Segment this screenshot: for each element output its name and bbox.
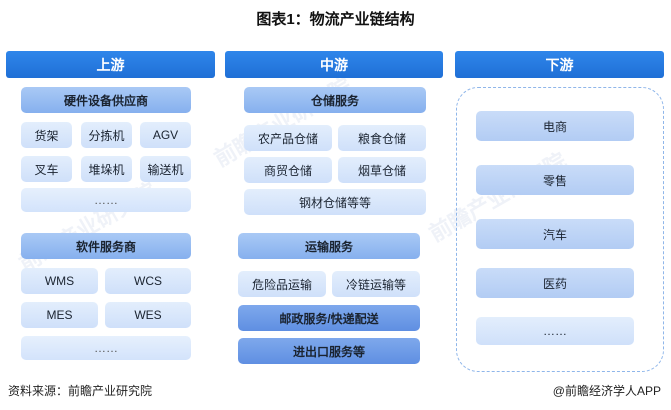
warehousing-service-header: 仓储服务 [244, 87, 426, 113]
hardware-item: 叉车 [21, 156, 72, 182]
software-item: MES [21, 302, 98, 328]
downstream-item: 汽车 [476, 219, 634, 249]
transport-item: 危险品运输 [238, 271, 326, 297]
downstream-item: 零售 [476, 165, 634, 195]
band-downstream: 下游 [455, 51, 664, 78]
downstream-item: 电商 [476, 111, 634, 141]
warehousing-item: 商贸仓储 [244, 157, 332, 183]
transport-item: 进出口服务等 [238, 338, 420, 364]
hardware-item: AGV [140, 122, 191, 148]
warehousing-item: 粮食仓储 [338, 125, 426, 151]
band-midstream: 中游 [225, 51, 443, 78]
transport-service-header: 运输服务 [238, 233, 420, 259]
brand-credit: @前瞻经济学人APP [552, 384, 661, 398]
chart-title: 图表1：物流产业链结构 [256, 11, 415, 28]
hardware-item: 堆垛机 [81, 156, 132, 182]
software-service-header: 软件服务商 [21, 233, 191, 259]
transport-item: 邮政服务/快递配送 [238, 305, 420, 331]
hardware-item: 输送机 [140, 156, 191, 182]
downstream-item: 医药 [476, 268, 634, 298]
software-item: WMS [21, 268, 98, 294]
hardware-item: 货架 [21, 122, 72, 148]
hardware-supplier-header: 硬件设备供应商 [21, 87, 191, 113]
source-note: 资料来源：前瞻产业研究院 [8, 384, 153, 398]
warehousing-item: 烟草仓储 [338, 157, 426, 183]
downstream-container [456, 87, 664, 372]
hardware-more: …… [21, 188, 191, 212]
software-item: WCS [105, 268, 191, 294]
warehousing-item: 钢材仓储等等 [244, 189, 426, 215]
band-upstream: 上游 [6, 51, 215, 78]
transport-item: 冷链运输等 [332, 271, 420, 297]
software-item: WES [105, 302, 191, 328]
warehousing-item: 农产品仓储 [244, 125, 332, 151]
downstream-more: …… [476, 317, 634, 345]
software-more: …… [21, 336, 191, 360]
hardware-item: 分拣机 [81, 122, 132, 148]
